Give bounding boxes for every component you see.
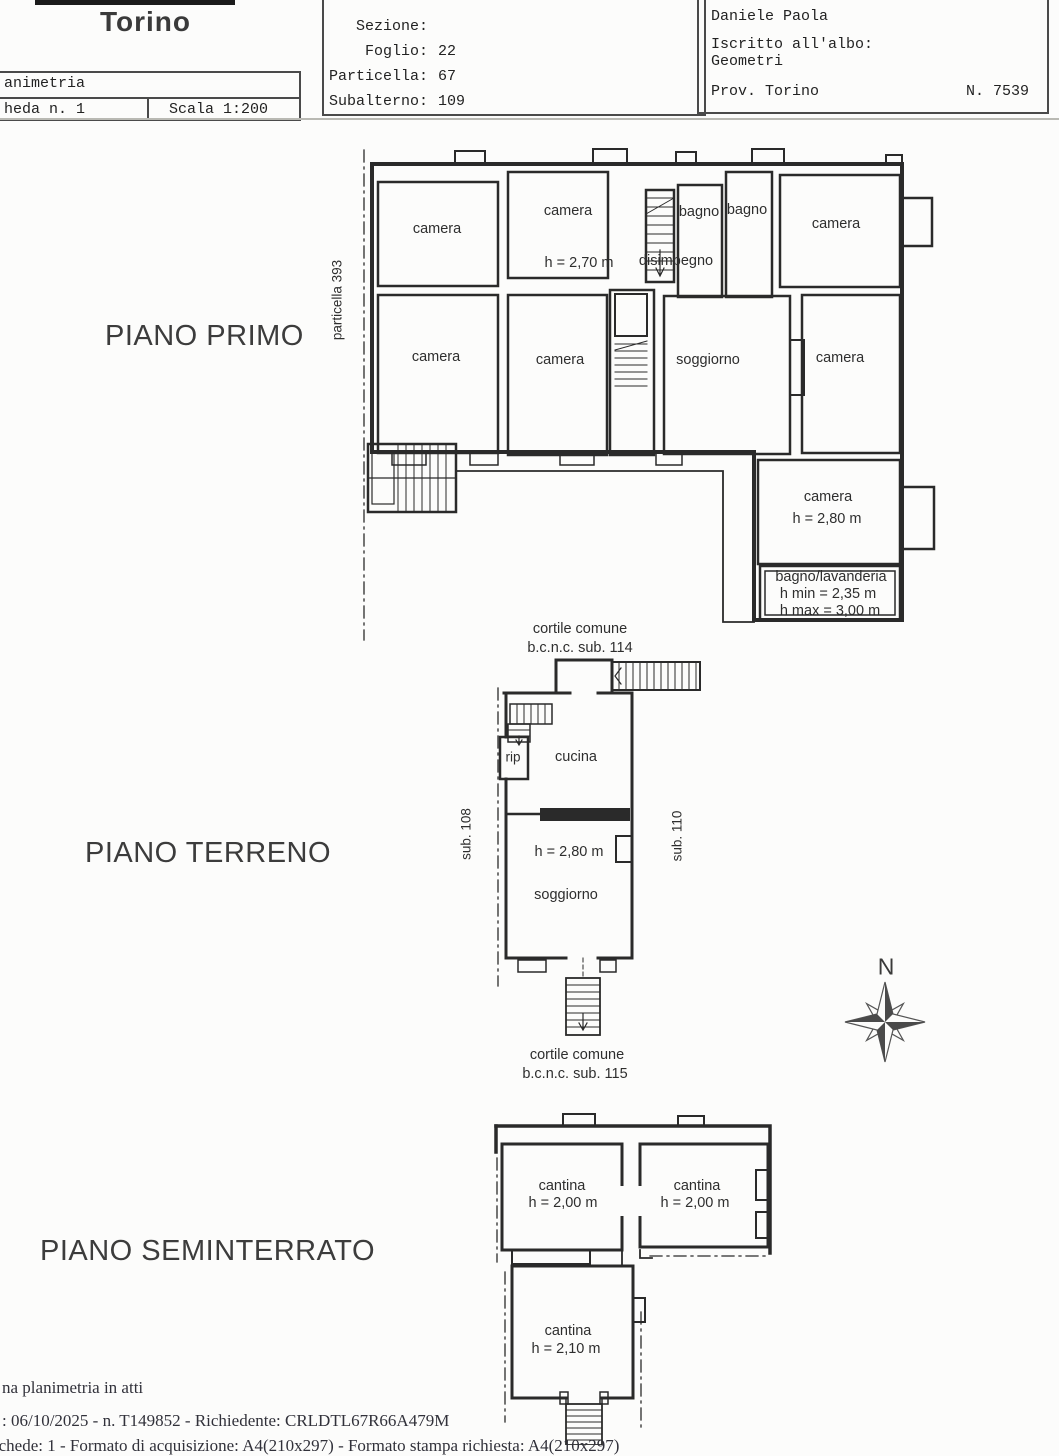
cut-top-border	[35, 0, 235, 5]
floor-title-piano-seminterrato: PIANO SEMINTERRATO	[40, 1235, 376, 1267]
height-max-label: h max = 3,00 m	[779, 603, 881, 619]
floor-title-piano-primo: PIANO PRIMO	[105, 320, 304, 352]
height-min-label: h min = 2,35 m	[779, 586, 877, 602]
register-label: Iscritto all'albo:	[711, 36, 874, 53]
province: Prov. Torino	[711, 83, 820, 100]
registration-number: N. 7539	[965, 83, 1029, 100]
room-label-soggiorno-p1: soggiorno	[676, 352, 740, 368]
height-label-row1: h = 2,70 m	[544, 255, 614, 271]
height-label-camera-7: h = 2,80 m	[792, 511, 862, 527]
room-label-camera-5: camera	[535, 352, 585, 368]
height-label-terreno: h = 2,80 m	[534, 844, 604, 860]
room-label-camera-6: camera	[815, 350, 865, 366]
room-label-camera-2: camera	[543, 203, 593, 219]
footer-line-2: : 06/10/2025 - n. T149852 - Richiedente:…	[2, 1411, 450, 1430]
plan-info-box: animetria heda n. 1 Scala 1:200	[0, 71, 301, 121]
cadastral-row-subalterno: Subalterno: 109	[328, 93, 466, 110]
technician-name: Daniele Paola	[711, 8, 829, 25]
city-title: Torino	[100, 6, 192, 37]
sub-110-label: sub. 110	[669, 810, 685, 862]
sub-108-label: sub. 108	[458, 808, 474, 860]
cadastral-row-foglio: Foglio: 22	[364, 43, 457, 60]
courtyard-114-line1: cortile comune	[532, 621, 628, 637]
north-label: N	[877, 953, 895, 980]
courtyard-115-line1: cortile comune	[529, 1047, 625, 1063]
room-label-soggiorno-pt: soggiorno	[534, 887, 598, 903]
room-label-bagno-2: bagno	[726, 202, 768, 218]
cadastral-ids-box: Identificativi catastali Sezione: Foglio…	[322, 0, 706, 116]
technician-box: Compilata da: Daniele Paola Iscritto all…	[697, 0, 1049, 114]
height-label-cantina-2: h = 2,00 m	[660, 1195, 730, 1211]
piano-primo-plan	[363, 148, 936, 641]
height-label-cantina-1: h = 2,00 m	[528, 1195, 598, 1211]
footer-line-3-clipped: schede: 1 - Formato di acquisizione: A4(…	[0, 1436, 620, 1455]
footer-line-1: na planimetria in atti	[2, 1378, 144, 1397]
courtyard-114-line2: b.c.n.c. sub. 114	[527, 640, 633, 656]
header-separator-line	[0, 118, 1059, 120]
cadastral-row-particella: Particella: 67	[328, 68, 457, 85]
plan-box-row1: animetria	[0, 73, 299, 99]
room-label-cantina-3: cantina	[544, 1323, 592, 1339]
scale-value: Scala 1:200	[169, 101, 269, 118]
cadastral-row-sezione: Sezione:	[355, 18, 428, 35]
piano-terreno-plan	[497, 658, 701, 1036]
room-label-camera-1: camera	[412, 221, 462, 237]
height-label-cantina-3: h = 2,10 m	[531, 1341, 601, 1357]
sheet-number: heda n. 1	[0, 99, 149, 121]
piano-seminterrato-plan	[494, 1113, 772, 1445]
room-label-camera-3: camera	[811, 216, 861, 232]
room-label-cantina-2: cantina	[673, 1178, 721, 1194]
compass-rose	[844, 981, 926, 1063]
room-label-disimpegno: disimpegno	[638, 253, 714, 269]
floor-title-piano-terreno: PIANO TERRENO	[85, 837, 332, 869]
room-label-cucina: cucina	[555, 749, 597, 765]
parcel-393-label: particella 393	[329, 259, 345, 341]
room-label-cantina-1: cantina	[538, 1178, 586, 1194]
room-label-bagno-1: bagno	[678, 204, 720, 220]
courtyard-115-line2: b.c.n.c. sub. 115	[522, 1066, 628, 1082]
room-label-rip: rip	[505, 749, 521, 765]
room-label-bagno-lavanderia: bagno/lavanderia	[775, 569, 887, 585]
register-value: Geometri	[711, 53, 784, 70]
room-label-camera-7: camera	[803, 489, 853, 505]
room-label-camera-4: camera	[411, 349, 461, 365]
